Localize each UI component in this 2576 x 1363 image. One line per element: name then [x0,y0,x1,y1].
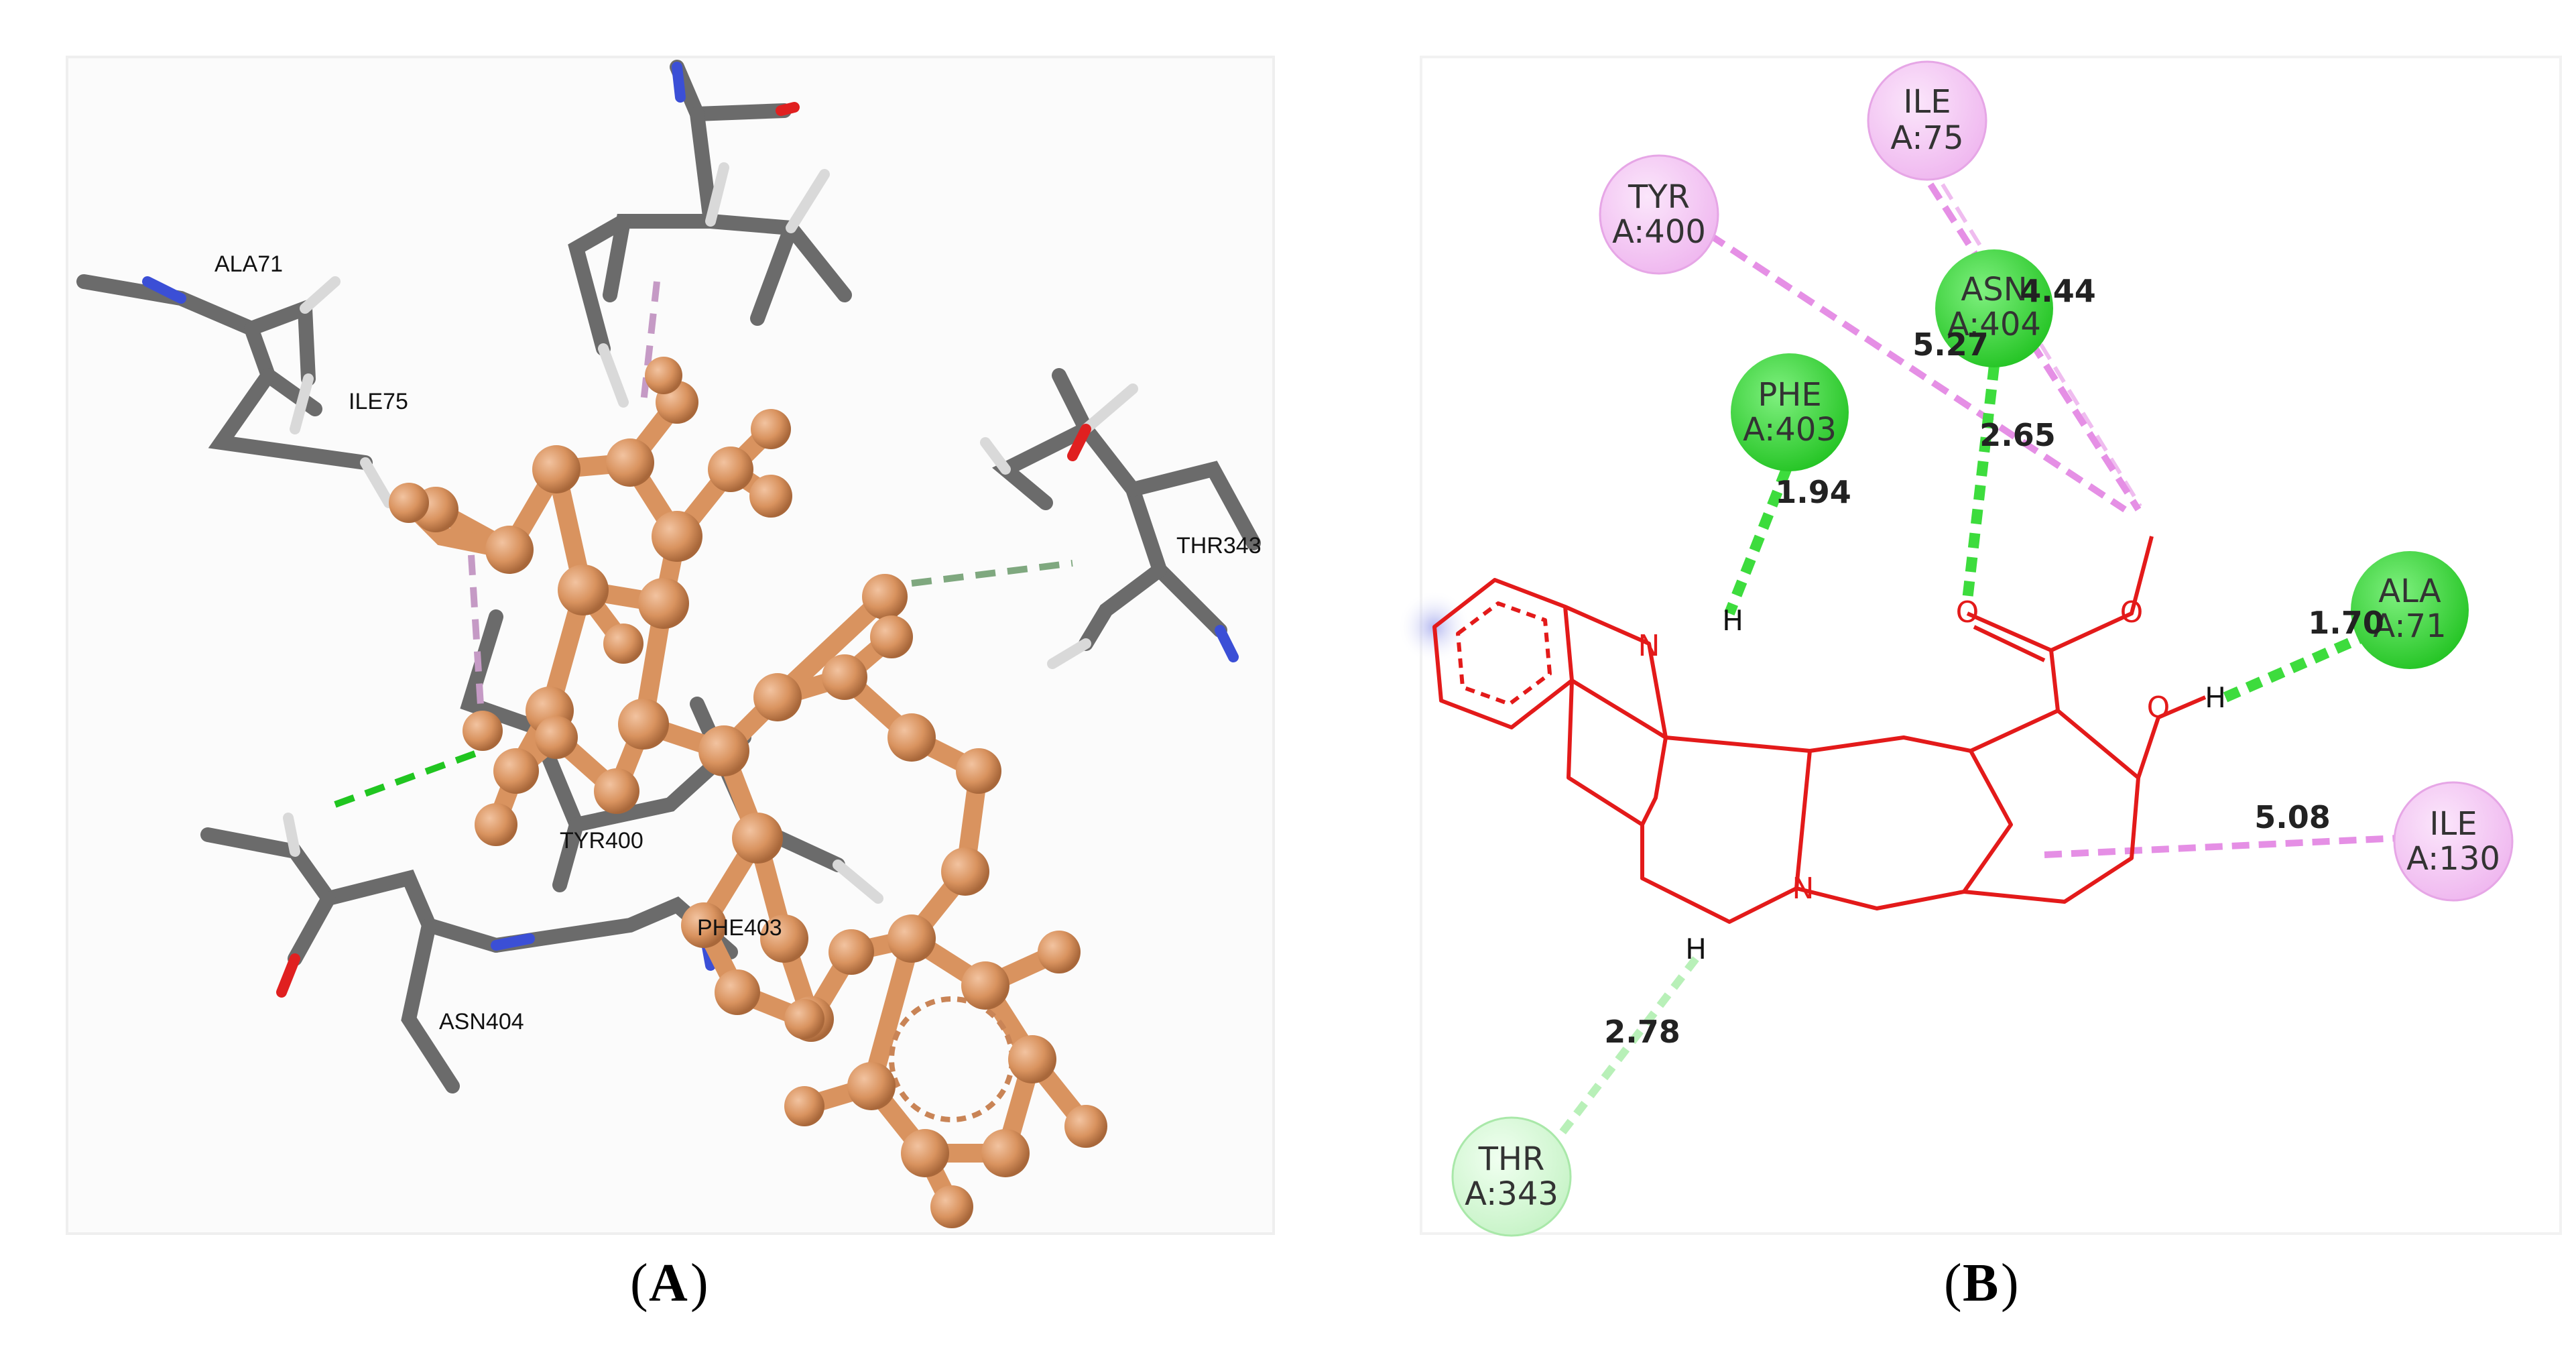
heteroatom-tips [142,62,1239,998]
label-phe403: PHE403 [697,915,782,941]
panel-a-close-paren: ) [690,1254,709,1313]
label-asn404: ASN404 [439,1009,524,1034]
ligand-3d-atoms [389,357,1107,1228]
atom-h-hydroxyl: H [2205,681,2226,714]
distance-phe403: 1.94 [1775,474,1851,510]
panel-a-label: A [649,1254,688,1313]
panel-b: N N O O O H H H ILE A:75 TYR A:400 ASN A… [1398,56,2562,1237]
distance-labels: 4.44 5.27 2.65 1.94 1.70 5.08 2.78 [1604,273,2384,1050]
distance-tyr400: 5.27 [1912,327,1989,363]
panel-a: ALA71 ILE75 THR343 TYR400 ASN404 PHE403 [66,56,1275,1235]
label-thr343: THR343 [1176,533,1262,558]
panel-b-open-paren: ( [1944,1254,1962,1313]
label-tyr400: TYR400 [560,828,643,853]
residue-phe-403-id: A:403 [1743,411,1837,449]
residue-ile-130: ILE A:130 [2393,781,2514,902]
residue-thr-343-id: A:343 [1465,1175,1558,1213]
residue-asn-404: ASN A:404 [1935,249,2053,367]
residue-ile-130-name: ILE [2429,805,2477,843]
panel-a-background [66,56,1275,1235]
atom-n-indole: N [1638,629,1660,663]
label-ala71: ALA71 [214,251,283,277]
residue-ile-75: ILE A:75 [1867,60,1987,181]
residue-tyr-400-id: A:400 [1612,213,1706,251]
distance-ile75: 4.44 [2020,273,2096,309]
interaction-lines-3d [334,281,1073,808]
distance-ile130: 5.08 [2254,799,2331,835]
residue-asn-404-name: ASN [1961,271,2027,308]
atom-h-ring: H [1685,933,1707,965]
residue-thr-343: THR A:343 [1451,1116,1572,1237]
residue-tyr-400-name: TYR [1628,178,1690,216]
protein-sticks [76,60,1261,1093]
label-ile75: ILE75 [349,389,408,414]
atom-labels: N N O O O H H H [1638,595,2226,965]
residue-thr-343-name: THR [1478,1140,1545,1178]
residue-ile-75-name: ILE [1903,83,1951,121]
distance-asn404: 2.65 [1979,417,2056,453]
distance-ala71: 1.70 [2308,605,2384,641]
atom-o-carbonyl: O [1956,595,1979,630]
atom-h-indole: H [1722,604,1743,637]
ligand-2d [1432,536,2207,924]
residue-ala-71-name: ALA [2378,573,2441,610]
atom-o-hydroxyl: O [2147,691,2170,725]
residue-phe-403-name: PHE [1758,376,1821,414]
residue-ala-71-id: A:71 [2373,607,2446,645]
residue-asn-404-id: A:404 [1947,306,2041,343]
panel-a-caption: ( A ) [630,1254,709,1313]
panel-b-label: B [1963,1254,1998,1313]
atom-o-ester: O [2120,595,2144,630]
residue-ile-130-id: A:130 [2406,840,2500,878]
panel-a-open-paren: ( [630,1254,648,1313]
residue-ala-71: ALA A:71 [2351,551,2469,669]
atom-n-ring: N [1792,872,1815,906]
residue-ile-75-id: A:75 [1890,119,1963,157]
residue-tyr-400: TYR A:400 [1599,154,1719,275]
distance-thr343: 2.78 [1604,1014,1680,1050]
panel-b-close-paren: ) [2001,1254,2019,1313]
panel-b-caption: ( B ) [1944,1254,2019,1313]
residue-phe-403: PHE A:403 [1731,353,1849,471]
